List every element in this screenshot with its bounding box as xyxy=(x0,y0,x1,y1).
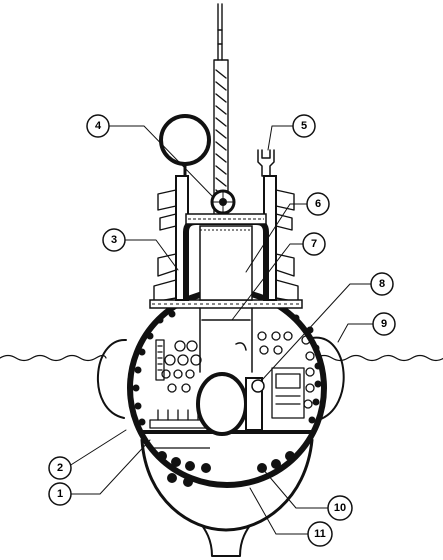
svg-text:5: 5 xyxy=(301,120,307,132)
leader-4 xyxy=(105,125,215,199)
svg-text:7: 7 xyxy=(311,238,317,250)
callout-11: 11 xyxy=(307,521,333,547)
callout-5: 5 xyxy=(292,114,316,138)
leader-1 xyxy=(65,439,151,495)
leader-7 xyxy=(231,243,307,321)
leader-8 xyxy=(261,283,375,381)
svg-text:11: 11 xyxy=(314,528,326,540)
svg-text:1: 1 xyxy=(57,488,63,500)
leader-11 xyxy=(249,487,311,535)
leader-lines xyxy=(65,125,377,535)
callout-6: 6 xyxy=(306,192,330,216)
callout-7: 7 xyxy=(302,232,326,256)
svg-text:3: 3 xyxy=(111,234,117,246)
callout-10: 10 xyxy=(327,495,353,521)
svg-text:8: 8 xyxy=(379,278,385,290)
callout-8: 8 xyxy=(370,272,394,296)
svg-text:4: 4 xyxy=(95,120,102,132)
periscope-mast xyxy=(213,3,229,221)
loop-antenna xyxy=(159,114,211,182)
sail-fins xyxy=(153,189,299,303)
viewport-hatch xyxy=(196,372,265,436)
leader-9 xyxy=(337,323,377,343)
leader-6 xyxy=(245,203,311,273)
snorkel-mast xyxy=(257,149,275,177)
ballast-tanks xyxy=(96,336,345,421)
leader-10 xyxy=(261,467,333,509)
svg-text:10: 10 xyxy=(334,502,346,514)
callouts: 1 2 3 4 5 6 7 8 xyxy=(48,114,396,547)
leader-5 xyxy=(267,125,297,151)
callout-1: 1 xyxy=(48,482,72,506)
hull-fittings xyxy=(132,310,322,426)
battery-compartment xyxy=(150,447,295,487)
svg-text:6: 6 xyxy=(315,198,321,210)
leader-3 xyxy=(121,239,179,271)
callout-2: 2 xyxy=(48,456,72,480)
callout-3: 3 xyxy=(102,228,126,252)
svg-text:2: 2 xyxy=(57,462,63,474)
callout-4: 4 xyxy=(86,114,110,138)
callout-9: 9 xyxy=(372,312,396,336)
leader-2 xyxy=(65,429,127,469)
equipment-rack-right xyxy=(257,331,315,419)
waterline xyxy=(0,354,443,362)
access-trunk xyxy=(199,307,253,373)
svg-text:9: 9 xyxy=(381,318,387,330)
